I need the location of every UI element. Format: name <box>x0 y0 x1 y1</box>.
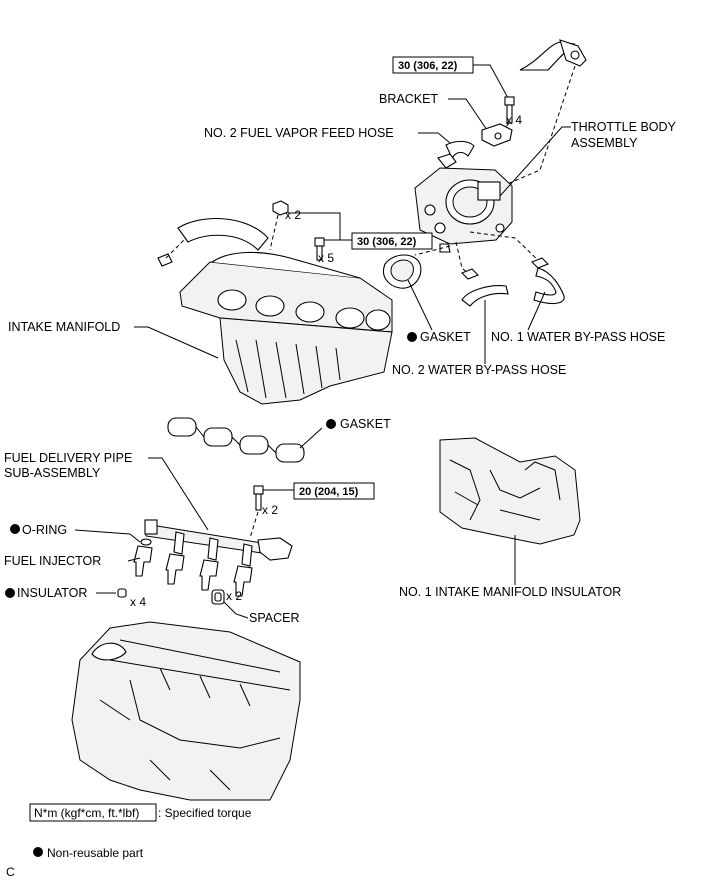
intake-manifold <box>179 251 393 405</box>
fuel-vapor-hose <box>437 140 475 169</box>
qty-manifold-bolt: x 5 <box>318 251 334 265</box>
label-fuel-injector: FUEL INJECTOR <box>4 554 101 568</box>
qty-spacer: x 2 <box>226 589 242 603</box>
legend-nonreusable-text: Non-reusable part <box>47 846 144 860</box>
fuel-injector-2 <box>165 553 185 585</box>
nonreusable-mark-insulator <box>5 588 15 598</box>
nonreusable-mark-gasket-manifold <box>326 419 336 429</box>
nonreusable-mark-gasket-throttle <box>407 332 417 342</box>
torque-delivery-pipe-bolt: 20 (204, 15) <box>299 486 359 498</box>
throttle-body <box>414 167 513 253</box>
nonreusable-mark-o-ring <box>10 524 20 534</box>
qty-delivery-pipe-bolt: x 2 <box>262 503 278 517</box>
engine-block <box>71 621 301 801</box>
fuel-injector-4 <box>233 565 253 597</box>
label-throttle-body-2: ASSEMBLY <box>571 136 638 150</box>
insulator-part <box>117 588 127 598</box>
label-bracket: BRACKET <box>379 92 438 106</box>
label-spacer: SPACER <box>249 611 299 625</box>
manifold-gasket <box>167 417 305 463</box>
manifold-bolt <box>314 237 325 261</box>
manifold-insulator <box>439 437 581 545</box>
label-fuel-vapor-hose: NO. 2 FUEL VAPOR FEED HOSE <box>204 126 394 140</box>
torque-box-manifold: 30 (306, 22) <box>351 232 433 250</box>
throttle-gasket <box>382 254 422 289</box>
legend-nonreusable-mark <box>33 847 43 857</box>
throttle-hose-top <box>519 39 587 71</box>
qty-bracket-bolt: x 4 <box>506 113 522 127</box>
legend-nonreusable: Non-reusable part <box>33 846 144 860</box>
hose-clip-2 <box>531 257 549 269</box>
label-o-ring: O-RING <box>22 523 67 537</box>
label-gasket-throttle: GASKET <box>420 330 471 344</box>
spacer-part <box>211 589 225 605</box>
manifold-pipe <box>157 217 269 267</box>
water-bypass-hose-2 <box>461 285 509 307</box>
legend-torque: N*m (kgf*cm, ft.*lbf) : Specified torque <box>29 803 252 822</box>
figure-code: C <box>6 865 15 879</box>
bracket-bolt <box>504 96 515 124</box>
fuel-injector-1 <box>133 545 153 577</box>
torque-bracket-bolt: 30 (306, 22) <box>398 60 458 72</box>
label-fuel-delivery-pipe-2: SUB-ASSEMBLY <box>4 466 101 480</box>
qty-manifold-nut: x 2 <box>285 208 301 222</box>
torque-manifold-bolt: 30 (306, 22) <box>357 236 417 248</box>
torque-box-delivery-pipe: 20 (204, 15) <box>293 482 375 500</box>
legend-torque-unit: N*m (kgf*cm, ft.*lbf) <box>34 806 139 820</box>
manifold-nut <box>272 200 289 216</box>
qty-insulator: x 4 <box>130 595 146 609</box>
fuel-injector-3 <box>199 559 219 591</box>
label-water-bypass-2: NO. 2 WATER BY-PASS HOSE <box>392 363 566 377</box>
hose-clip-1 <box>461 268 479 280</box>
label-insulator: INSULATOR <box>17 586 87 600</box>
legend-torque-text: : Specified torque <box>158 806 252 820</box>
label-fuel-delivery-pipe-1: FUEL DELIVERY PIPE <box>4 451 132 465</box>
bracket-part <box>481 123 513 147</box>
torque-box-bracket: 30 (306, 22) <box>392 56 474 74</box>
label-water-bypass-1: NO. 1 WATER BY-PASS HOSE <box>491 330 665 344</box>
label-intake-manifold: INTAKE MANIFOLD <box>8 320 120 334</box>
label-throttle-body-1: THROTTLE BODY <box>571 120 677 134</box>
fuel-delivery-pipe <box>144 519 293 567</box>
o-ring-part <box>140 538 152 546</box>
label-gasket-manifold: GASKET <box>340 417 391 431</box>
water-bypass-hose-1 <box>533 267 565 305</box>
label-manifold-insulator: NO. 1 INTAKE MANIFOLD INSULATOR <box>399 585 621 599</box>
